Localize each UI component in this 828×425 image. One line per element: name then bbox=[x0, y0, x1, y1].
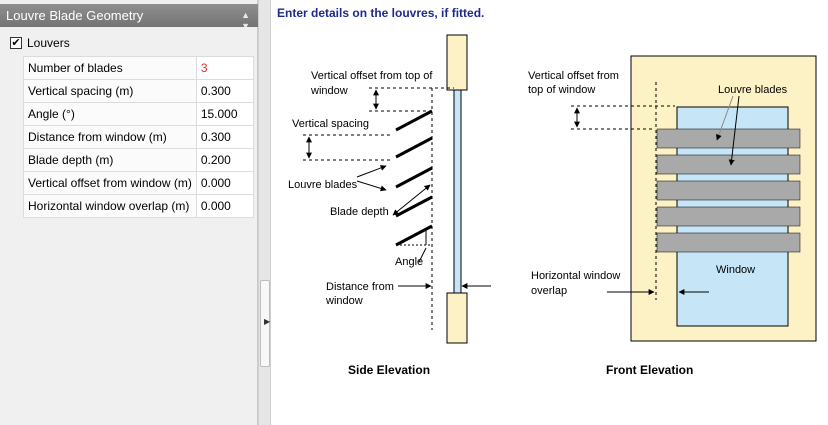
side-distance-label-2: window bbox=[325, 295, 363, 307]
expand-arrow-icon[interactable]: ▶ bbox=[264, 317, 271, 326]
front-blade-4 bbox=[656, 206, 801, 227]
property-value-field[interactable]: 0.300 bbox=[195, 125, 255, 149]
side-angle-label: Angle bbox=[395, 256, 423, 268]
properties-panel: Louvre Blade Geometry ▲▼ ✔ Louvers Numbe… bbox=[0, 0, 258, 425]
property-value-field[interactable]: 0.000 bbox=[195, 194, 255, 218]
front-blade-5 bbox=[656, 232, 801, 253]
louvers-checkbox[interactable]: ✔ bbox=[10, 36, 22, 49]
front-elevation: Vertical offset from top of window Louvr… bbox=[528, 55, 817, 377]
instruction-text: Enter details on the louvres, if fitted. bbox=[277, 6, 485, 20]
property-value-field[interactable]: 0.000 bbox=[195, 171, 255, 195]
property-value-field[interactable]: 15.000 bbox=[195, 102, 255, 126]
front-blade-2 bbox=[656, 154, 801, 175]
front-overlap-label-1: Horizontal window bbox=[531, 270, 620, 282]
side-blade-depth-label: Blade depth bbox=[330, 206, 389, 218]
side-top-frame bbox=[446, 34, 468, 91]
louvre-diagram: Vertical offset from top of window Verti… bbox=[288, 34, 817, 377]
side-blade-1 bbox=[395, 109, 433, 132]
side-elevation-caption: Side Elevation bbox=[348, 363, 430, 377]
front-louvre-blades-label: Louvre blades bbox=[718, 84, 788, 96]
side-vertical-offset-label-2: window bbox=[310, 85, 348, 97]
property-label: Distance from window (m) bbox=[23, 125, 197, 149]
splitter-handle[interactable]: ▶ bbox=[260, 280, 270, 367]
property-label: Horizontal window overlap (m) bbox=[23, 194, 197, 218]
front-blade-1 bbox=[656, 128, 801, 149]
diagram-pane: Enter details on the louvres, if fitted. bbox=[271, 0, 828, 425]
side-distance-label-1: Distance from bbox=[326, 281, 394, 293]
side-louvre-blades-label: Louvre blades bbox=[288, 179, 358, 191]
double-chevron-icon[interactable]: ▲▼ bbox=[241, 10, 250, 31]
side-blade-2 bbox=[395, 136, 433, 159]
property-row[interactable]: Horizontal window overlap (m)0.000 bbox=[23, 194, 255, 218]
louvers-checkbox-row[interactable]: ✔ Louvers bbox=[10, 34, 70, 52]
side-bottom-frame bbox=[446, 292, 468, 344]
property-row[interactable]: Distance from window (m)0.300 bbox=[23, 125, 255, 149]
property-label: Vertical offset from window (m) bbox=[23, 171, 197, 195]
property-label: Number of blades bbox=[23, 56, 197, 80]
property-value-field[interactable]: 0.200 bbox=[195, 148, 255, 172]
front-elevation-caption: Front Elevation bbox=[606, 363, 693, 377]
property-label: Vertical spacing (m) bbox=[23, 79, 197, 103]
side-elevation: Vertical offset from top of window Verti… bbox=[288, 34, 491, 377]
side-blade-5 bbox=[395, 224, 433, 247]
property-label: Blade depth (m) bbox=[23, 148, 197, 172]
side-vertical-offset-label-1: Vertical offset from top of bbox=[311, 70, 433, 82]
front-overlap-label-2: overlap bbox=[531, 285, 567, 297]
front-window-label: Window bbox=[716, 264, 755, 276]
property-row[interactable]: Vertical offset from window (m)0.000 bbox=[23, 171, 255, 195]
side-glass bbox=[453, 89, 462, 294]
front-blade-3 bbox=[656, 180, 801, 201]
panel-title: Louvre Blade Geometry bbox=[6, 8, 144, 23]
property-row[interactable]: Angle (°)15.000 bbox=[23, 102, 255, 126]
property-label: Angle (°) bbox=[23, 102, 197, 126]
front-vertical-offset-label-2: top of window bbox=[528, 84, 595, 96]
property-row[interactable]: Vertical spacing (m)0.300 bbox=[23, 79, 255, 103]
property-value-field[interactable]: 3 bbox=[195, 56, 255, 80]
panel-header[interactable]: Louvre Blade Geometry ▲▼ bbox=[0, 4, 258, 31]
front-vertical-offset-label-1: Vertical offset from bbox=[528, 70, 619, 82]
louvers-label: Louvers bbox=[27, 36, 70, 50]
panel-splitter[interactable]: ▶ bbox=[258, 0, 271, 425]
property-value-field[interactable]: 0.300 bbox=[195, 79, 255, 103]
side-blade-3 bbox=[395, 166, 433, 189]
property-row[interactable]: Blade depth (m)0.200 bbox=[23, 148, 255, 172]
side-blade-4 bbox=[395, 195, 433, 218]
side-vertical-spacing-label: Vertical spacing bbox=[292, 118, 369, 130]
